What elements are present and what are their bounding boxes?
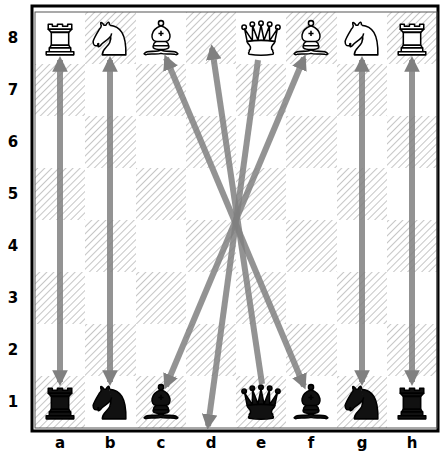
rank-label: 5 xyxy=(8,187,18,202)
file-label: h xyxy=(407,436,418,451)
file-label: a xyxy=(55,436,65,451)
move-arrows xyxy=(60,48,412,426)
file-label: b xyxy=(105,436,116,451)
file-label: f xyxy=(308,436,315,451)
rank-label: 8 xyxy=(8,31,18,46)
rank-label: 7 xyxy=(8,83,18,98)
black-pieces xyxy=(46,385,426,420)
board-frame xyxy=(32,6,438,431)
rank-label: 4 xyxy=(8,239,18,254)
board-edge xyxy=(35,12,437,428)
rank-label: 3 xyxy=(8,291,18,306)
rank-label: 2 xyxy=(8,343,18,358)
rank-label: 1 xyxy=(8,395,18,410)
white-pieces xyxy=(46,21,426,56)
dark-squares xyxy=(35,12,437,428)
file-label: g xyxy=(357,436,368,451)
file-label: d xyxy=(206,436,217,451)
file-label: e xyxy=(256,436,266,451)
file-label: c xyxy=(157,436,166,451)
rank-label: 6 xyxy=(8,135,18,150)
